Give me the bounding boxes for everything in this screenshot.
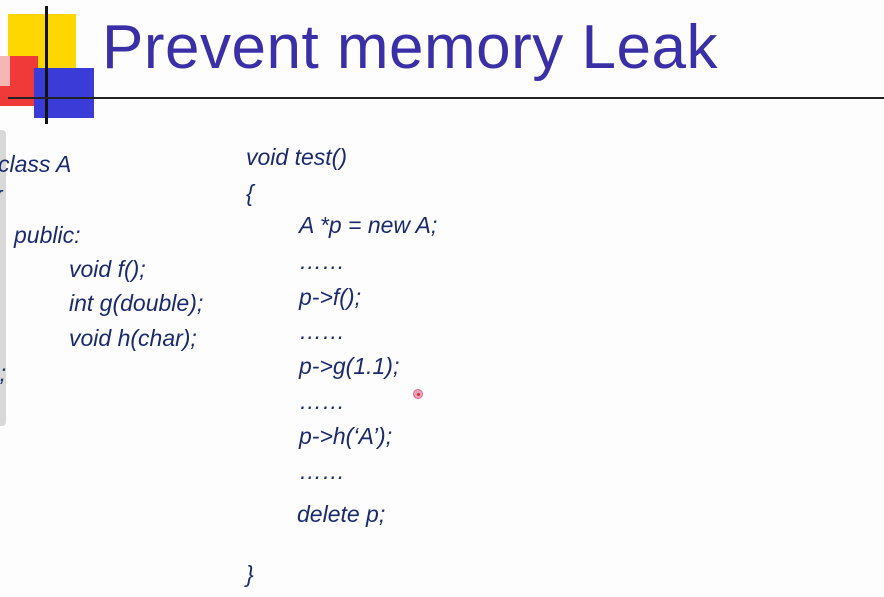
class-code-line-7: }; bbox=[0, 360, 7, 386]
mouse-pointer-dot-icon bbox=[413, 389, 423, 399]
test-code-line-10: …… bbox=[299, 458, 345, 484]
left-edge-panel bbox=[0, 130, 6, 426]
test-code-line-8: …… bbox=[299, 388, 345, 414]
slide-title: Prevent memory Leak bbox=[102, 13, 718, 82]
class-code-line-2: { bbox=[0, 188, 2, 211]
test-code-line-1: void test() bbox=[246, 144, 347, 170]
test-code-line-4: …… bbox=[299, 248, 345, 274]
title-divider-line bbox=[8, 97, 884, 99]
class-code-line-5: int g(double); bbox=[69, 290, 204, 316]
class-code-line-1: class A bbox=[0, 151, 72, 177]
class-code-line-4: void f(); bbox=[69, 256, 146, 282]
test-code-line-2: { bbox=[246, 180, 254, 206]
test-code-line-12: } bbox=[246, 561, 254, 587]
class-code-line-3: public: bbox=[14, 222, 81, 248]
test-code-line-5: p->f(); bbox=[299, 284, 361, 310]
test-code-line-11: delete p; bbox=[297, 501, 386, 527]
test-code-line-3: A *p = new A; bbox=[299, 212, 438, 238]
logo-pink-square bbox=[0, 56, 10, 86]
class-code-line-6: void h(char); bbox=[69, 325, 197, 351]
test-code-line-6: …… bbox=[299, 318, 345, 344]
test-code-line-7: p->g(1.1); bbox=[299, 353, 400, 379]
test-code-line-9: p->h(‘A’); bbox=[299, 423, 393, 449]
logo-vertical-line bbox=[45, 6, 48, 124]
logo-blue-square bbox=[34, 68, 94, 118]
